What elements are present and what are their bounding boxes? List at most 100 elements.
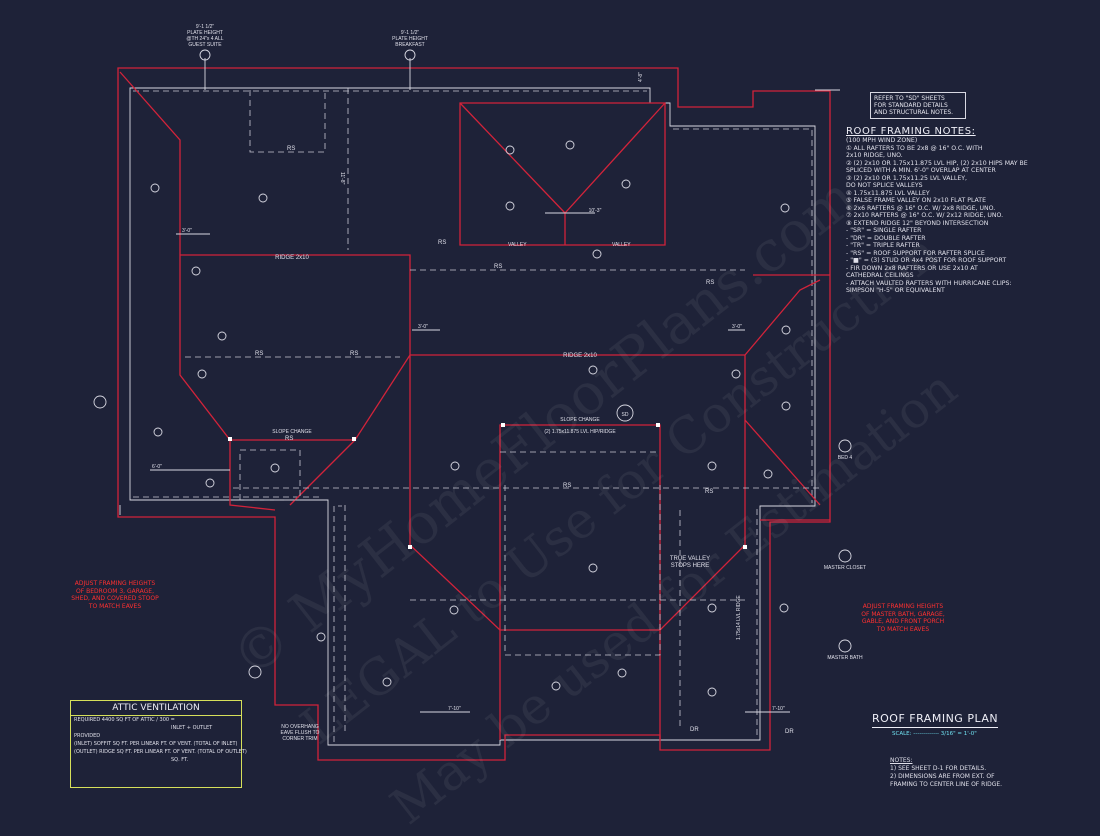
master-bath-label: MASTER BATH [827, 655, 863, 661]
true-valley-note-2: STOPS HERE [671, 563, 710, 569]
rs-labels: RS RS RS RS RS RS RS RS RS [255, 146, 714, 495]
side-roof-right [753, 274, 830, 521]
note-line: CATHEDRAL CEILINGS [846, 272, 914, 279]
master-closet-label: MASTER CLOSET [824, 565, 866, 571]
note-line: - ATTACH VAULTED RAFTERS WITH HURRICANE … [846, 279, 1012, 287]
svg-text:BREAKFAST: BREAKFAST [395, 42, 424, 48]
detail-marker-bath [838, 639, 852, 653]
ref-line-1: REFER TO "SD" SHEETS [874, 95, 945, 102]
hip-ridge-label: (2) 1.75x11.875 LVL HIP/RIDGE [544, 429, 616, 435]
note-line: - "TR" = TRIPLE RAFTER [846, 242, 920, 249]
note-line: ① ALL RAFTERS TO BE 2x8 @ 16" O.C. WITH [846, 144, 983, 152]
ridge-lvl-label: 1.75x14 LVL RIDGE [736, 595, 742, 640]
svg-text:RS: RS [563, 483, 571, 489]
note-line: ⑦ 2x10 RAFTERS @ 16" O.C. W/ 2x12 RIDGE,… [846, 212, 1004, 219]
note-line: (100 MPH WIND ZONE) [846, 137, 918, 144]
plan-scale: SCALE: ------------- 3/16" = 1'-0" [892, 731, 977, 737]
dim-11-8: 11'-8" [339, 172, 345, 185]
attic-ventilation-table: ATTIC VENTILATION REQUIRED 4400 SQ FT OF… [70, 700, 247, 788]
svg-text:RS: RS [350, 351, 358, 357]
svg-text:RS: RS [287, 146, 295, 152]
note-line: 2x10 RIDGE, UNO. [846, 152, 903, 159]
ridge-label-left: RIDGE 2x10 [275, 255, 309, 261]
ref-line-2: FOR STANDARD DETAILS [874, 102, 948, 109]
note-line: - "SR" = SINGLE RAFTER [846, 227, 922, 234]
ridge-label-center: RIDGE 2x10 [563, 353, 597, 359]
reference-note-box: REFER TO "SD" SHEETS FOR STANDARD DETAIL… [870, 92, 966, 119]
svg-text:PLATE HEIGHT: PLATE HEIGHT [187, 30, 223, 36]
dim-7-10-right: 7'-10" [772, 706, 785, 712]
note-line: ⑧ EXTEND RIDGE 12" BEYOND INTERSECTION [846, 219, 989, 227]
notes-list: (100 MPH WIND ZONE)① ALL RAFTERS TO BE 2… [846, 137, 1076, 295]
plan-title: ROOF FRAMING PLAN [872, 712, 999, 728]
gable-roof-section [459, 102, 666, 246]
dim-10-3: 10'-3" [589, 208, 602, 214]
notes-title: ROOF FRAMING NOTES: [846, 126, 976, 137]
note-line: SIMPSON "H-5" OR EQUIVALENT [846, 287, 945, 294]
svg-text:9'-1 1/2": 9'-1 1/2" [196, 24, 215, 30]
plate-height-left: 9'-1 1/2" PLATE HEIGHT @TH 24"x 4 ALL GU… [186, 24, 223, 48]
attic-inlet-row: (INLET) SOFFIT SQ FT. PER LINEAR FT. OF … [74, 741, 238, 747]
dim-7-10-left: 7'-10" [448, 706, 461, 712]
dimension-lines [119, 58, 840, 713]
roof-support-lines [185, 88, 820, 735]
attic-provided: PROVIDED [74, 733, 101, 739]
attic-outlet-row: (OUTLET) RIDGE SQ FT. PER LINEAR FT. OF … [74, 749, 247, 755]
roof-eave-outline [117, 67, 831, 761]
true-valley-note-1: TRUE VALLEY [670, 556, 710, 562]
svg-text:RS: RS [285, 436, 293, 442]
main-roof-hips [119, 71, 821, 740]
roof-framing-notes: ROOF FRAMING NOTES: (100 MPH WIND ZONE)①… [846, 126, 1076, 295]
note-line: ⑥ 2x6 RAFTERS @ 16" O.C. W/ 2x8 RIDGE, U… [846, 204, 996, 212]
no-overhang-note-1: NO OVERHANG [281, 724, 319, 730]
attic-title: ATTIC VENTILATION [71, 701, 241, 716]
note-line: - "RS" = ROOF SUPPORT FOR RAFTER SPLICE [846, 249, 985, 257]
slope-change-center: SLOPE CHANGE [560, 417, 600, 423]
dim-3-0-center: 3'-0" [418, 324, 428, 330]
dr-label-left: DR [690, 727, 699, 733]
detail-marker-left-lower [248, 665, 262, 679]
svg-text:PLATE HEIGHT: PLATE HEIGHT [392, 36, 428, 42]
svg-text:RS: RS [705, 489, 713, 495]
roof-support-posts [228, 423, 747, 549]
dim-4-8: 4'-8" [638, 72, 644, 82]
note-line: ⑤ FALSE FRAME VALLEY ON 2x10 FLAT PLATE [846, 197, 986, 204]
detail-marker-left [93, 395, 107, 409]
svg-text:RS: RS [706, 280, 714, 286]
interior-wall-outline [133, 90, 813, 742]
svg-text:9'-1 1/2": 9'-1 1/2" [401, 30, 420, 36]
attic-total: SQ. FT. [171, 757, 189, 763]
attic-required: REQUIRED 4400 SQ FT OF ATTIC / 300 = [74, 717, 175, 723]
ref-line-3: AND STRUCTURAL NOTES. [874, 109, 954, 116]
bed4-label: BED 4 [838, 455, 853, 461]
hip-lines-upper [459, 102, 666, 245]
no-overhang-note-3: CORNER TRIM [282, 736, 317, 742]
keynote-circles [150, 140, 791, 697]
note-line: ② (2) 2x10 OR 1.75x11.875 LVL HIP, (2) 2… [846, 159, 1028, 167]
section-marker-sd [616, 404, 634, 422]
valley-label-2: VALLEY [612, 242, 631, 248]
note-line: DO NOT SPLICE VALLEYS [846, 182, 923, 189]
note-line: ④ 1.75x11.875 LVL VALLEY [846, 189, 930, 197]
slope-change-left: SLOPE CHANGE [272, 429, 312, 435]
detail-marker-bed4 [838, 439, 852, 453]
svg-text:GUEST SUITE: GUEST SUITE [188, 42, 222, 48]
sd-marker-label: SD [622, 412, 629, 418]
note-line: - FIR DOWN 2x8 RAFTERS OR USE 2x10 AT [846, 264, 978, 272]
attic-inlet-outlet: INLET + OUTLET [171, 725, 213, 731]
note-line: - "DR" = DOUBLE RAFTER [846, 234, 926, 242]
note-line: - "■" = (3) STUD OR 4x4 POST FOR ROOF SU… [846, 257, 1007, 264]
no-overhang-note-2: EAVE FLUSH TO [281, 730, 320, 736]
svg-text:@TH 24"x 4 ALL: @TH 24"x 4 ALL [186, 36, 223, 42]
note-line: SPLICED WITH A MIN. 6'-0" OVERLAP AT CEN… [846, 167, 996, 174]
dim-3-0-left: 3'-0" [182, 228, 192, 234]
plate-height-mid: 9'-1 1/2" PLATE HEIGHT BREAKFAST [392, 30, 428, 48]
svg-text:RS: RS [255, 351, 263, 357]
note-line: ③ (2) 2x10 OR 1.75x11.25 LVL VALLEY, [846, 174, 967, 182]
svg-text:RS: RS [494, 264, 502, 270]
dr-label-right: DR [785, 729, 794, 735]
footer-notes: NOTES: 1) SEE SHEET D-1 FOR DETAILS. 2) … [890, 757, 1003, 788]
